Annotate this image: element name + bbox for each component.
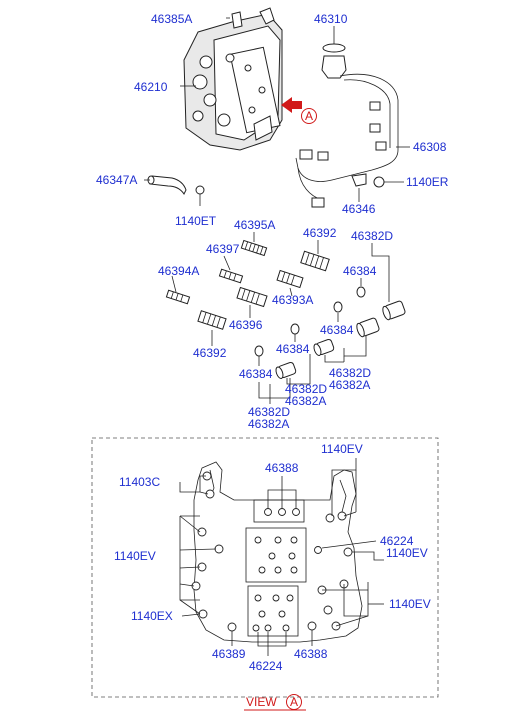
label-46392-top: 46392 [303,226,337,240]
label-46388-bottom: 46388 [294,647,328,661]
wire-harness-illustration [295,43,399,208]
view-a-caption: VIEW A [244,694,306,711]
view-a-frame [91,437,439,698]
label-46346: 46346 [342,202,376,216]
label-46224-right: 46224 [380,534,414,548]
label-46382A-mid: 46382A [329,378,370,392]
label-46393A: 46393A [272,293,313,307]
label-46385A: 46385A [151,12,192,26]
label-46396: 46396 [229,318,263,332]
label-46382A-low: 46382A [285,394,326,408]
valve-body-illustration [183,7,283,151]
label-1140EX: 1140EX [131,609,173,623]
label-11403C: 11403C [119,475,160,489]
label-46394A: 46394A [158,264,199,278]
label-1140ER: 1140ER [406,175,449,189]
label-46382D-top: 46382D [351,229,393,243]
label-46388-top: 46388 [265,461,299,475]
label-46382A-bot: 46382A [248,417,289,431]
label-1140EV-top-right: 1140EV [321,442,363,456]
label-46347A: 46347A [96,173,137,187]
label-46224-bottom: 46224 [249,659,283,673]
part-labels: 46385A 46310 46210 46308 46347A 1140ER 1… [96,12,449,673]
label-46210: 46210 [134,80,168,94]
label-46384-d: 46384 [239,367,273,381]
pipe-and-bolt-illustration [147,175,205,206]
view-letter: A [290,695,298,709]
label-46395A: 46395A [234,218,275,232]
label-46382D-bot: 46382D [248,405,290,419]
valve-body-view-illustration [191,461,363,643]
callout-arrow-a: A [281,97,317,124]
label-1140EV-left: 1140EV [114,549,156,563]
label-1140EV-bottom-right: 1140EV [389,597,431,611]
callout-letter: A [305,109,313,123]
springs-and-plugs [165,239,406,379]
label-46384-c: 46384 [276,342,310,356]
label-46384-b: 46384 [320,323,354,337]
view-text: VIEW [246,695,277,709]
label-46392-bot: 46392 [193,346,227,360]
label-46310: 46310 [314,12,348,26]
label-46382D-mid: 46382D [329,366,371,380]
label-1140ET: 1140ET [175,214,217,228]
label-46308: 46308 [413,140,447,154]
label-1140EV-right: 1140EV [386,546,428,560]
label-46384-a: 46384 [343,264,377,278]
label-46382D-low: 46382D [285,382,327,396]
label-46397: 46397 [206,242,240,256]
label-46389: 46389 [212,647,246,661]
